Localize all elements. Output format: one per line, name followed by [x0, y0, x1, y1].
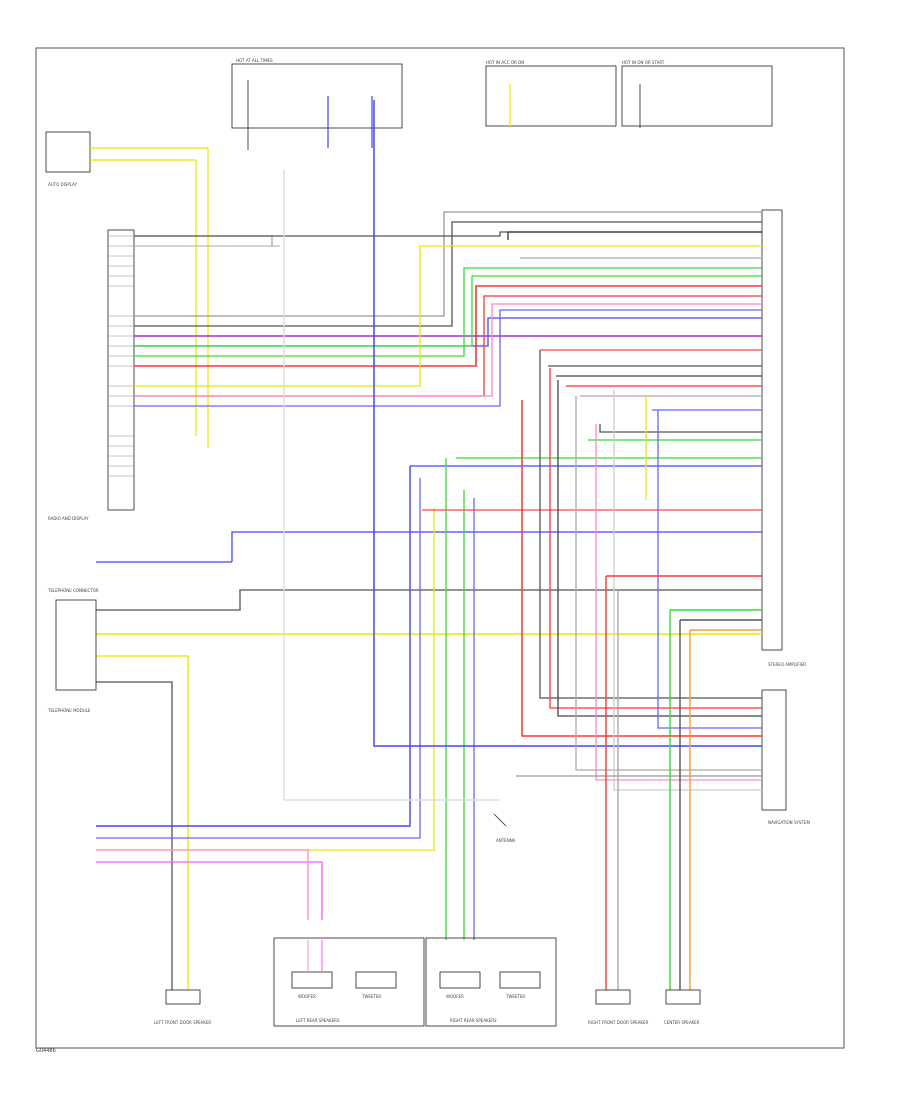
label-rr-woofer: WOOFER	[446, 994, 464, 999]
label-center-speaker: CENTER SPEAKER	[664, 1020, 700, 1025]
label-lr-woofer: WOOFER	[298, 994, 316, 999]
footer-code: G04486	[36, 1048, 56, 1054]
fuse-label-hot-all-times: HOT AT ALL TIMES	[236, 58, 273, 63]
fuse-label-hot-on-start: HOT IN ON OR START	[622, 60, 665, 65]
label-lr-tweeter: TWEETER	[361, 994, 381, 999]
label-amplifier: STEREO AMPLIFIER	[768, 662, 806, 667]
label-rr-speakers: RIGHT REAR SPEAKERS	[450, 1018, 497, 1023]
diagram-border	[35, 47, 845, 1049]
label-antenna: ANTENNA	[496, 838, 516, 843]
label-tel-module: TELEPHONE MODULE	[47, 708, 91, 713]
label-radio-unit: RADIO AND DISPLAY	[48, 516, 89, 521]
wires-speakers	[283, 170, 762, 990]
right-front-door-speaker: RIGHT FRONT DOOR SPEAKER	[588, 989, 649, 1025]
navigation-connector: NAVIGATION SYSTEM	[761, 689, 810, 825]
telephone-module: TELEPHONE MODULE	[47, 708, 91, 713]
center-speaker: CENTER SPEAKER	[664, 989, 701, 1025]
auto-display-connector: AUTO DISPLAY	[45, 131, 209, 448]
label-lf-speaker: LEFT FRONT DOOR SPEAKER	[154, 1020, 211, 1025]
wires-navigation	[373, 100, 762, 791]
label-telephone: TELEPHONE CONNECTOR	[47, 588, 99, 593]
fuse-block-middle: HOT IN ACC OR ON	[485, 60, 617, 128]
label-lr-speakers: LEFT REAR SPEAKERS	[296, 1018, 340, 1023]
label-rf-speaker: RIGHT FRONT DOOR SPEAKER	[588, 1020, 649, 1025]
fuse-block-left: HOT AT ALL TIMES	[231, 58, 403, 150]
telephone-connector: TELEPHONE CONNECTOR	[47, 588, 99, 691]
wires-radio-amplifier	[134, 211, 762, 441]
label-rr-tweeter: TWEETER	[505, 994, 525, 999]
left-rear-speakers: WOOFER TWEETER LEFT REAR SPEAKERS	[273, 937, 425, 1027]
radio-head-unit: RADIO AND DISPLAY	[48, 229, 135, 521]
antenna-symbol: ANTENNA	[493, 813, 516, 843]
fuse-block-right: HOT IN ON OR START	[621, 60, 773, 128]
right-rear-speakers: WOOFER TWEETER RIGHT REAR SPEAKERS	[425, 937, 557, 1027]
label-auto-display: AUTO DISPLAY	[48, 182, 77, 187]
label-navigation: NAVIGATION SYSTEM	[768, 820, 810, 825]
wires-middle	[96, 457, 762, 990]
stereo-amplifier: STEREO AMPLIFIER	[761, 209, 806, 667]
left-front-door-speaker: LEFT FRONT DOOR SPEAKER	[154, 989, 211, 1025]
fuse-label-hot-acc: HOT IN ACC OR ON	[486, 60, 524, 65]
